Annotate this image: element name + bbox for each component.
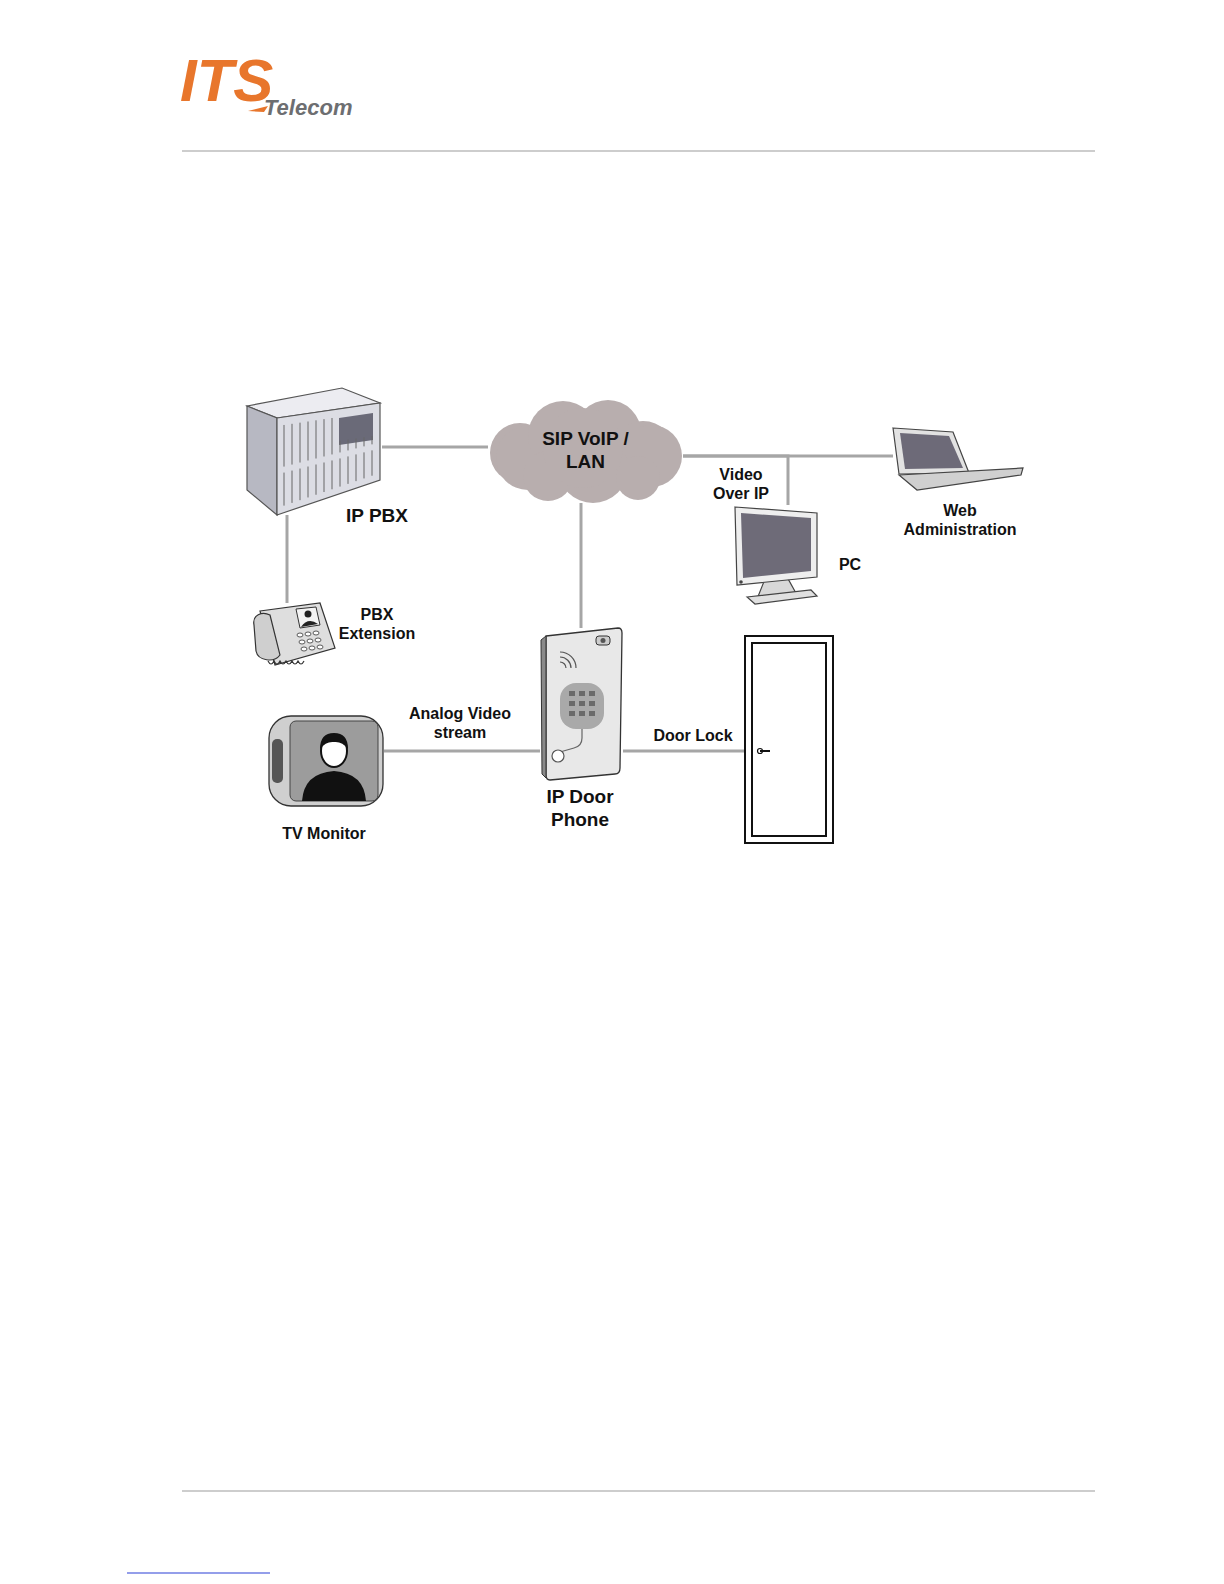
- desk-phone-icon: [250, 603, 335, 675]
- door-lock-wire: [623, 750, 745, 753]
- network-link: [382, 446, 488, 449]
- link-underline: [127, 1572, 270, 1573]
- door-leaf: [752, 643, 826, 836]
- network-link: [683, 456, 788, 505]
- node-label: Web Administration: [893, 501, 1028, 539]
- pc-monitor: PC: [735, 505, 827, 605]
- door-handle: [760, 750, 770, 752]
- laptop: Web Administration: [893, 428, 1025, 493]
- node-label: TV Monitor: [269, 824, 379, 843]
- laptop-icon: [893, 428, 1025, 493]
- network-link: [580, 503, 583, 628]
- ip-pbx: IP PBX: [247, 388, 382, 515]
- desk-phone: PBX Extension: [250, 603, 335, 675]
- node-label: PC: [830, 555, 870, 574]
- network-cloud: SIP VoIP / LAN: [488, 398, 683, 503]
- network-link: [286, 515, 289, 603]
- footer-rule: [182, 1490, 1095, 1492]
- ip-pbx-icon: [247, 388, 382, 515]
- node-label: SIP VoIP / LAN: [530, 428, 642, 474]
- door-frame: [745, 636, 833, 843]
- link-label: Video Over IP: [705, 465, 777, 503]
- node-label: IP PBX: [332, 505, 422, 528]
- logo-word: Telecom: [264, 96, 374, 120]
- header-rule: [182, 150, 1095, 152]
- tv-monitor-icon: [268, 715, 384, 807]
- node-label: PBX Extension: [330, 605, 425, 643]
- link-label: Analog Video stream: [396, 704, 524, 742]
- connection-label: Door Lock: [648, 727, 738, 745]
- door-phone: IP Door Phone: [540, 628, 623, 780]
- tv-monitor: TV Monitor: [268, 715, 384, 807]
- node-label: IP Door Phone: [530, 786, 630, 832]
- door-phone-icon: [540, 628, 623, 780]
- network-link: [384, 750, 540, 753]
- pc-monitor-icon: [735, 505, 827, 605]
